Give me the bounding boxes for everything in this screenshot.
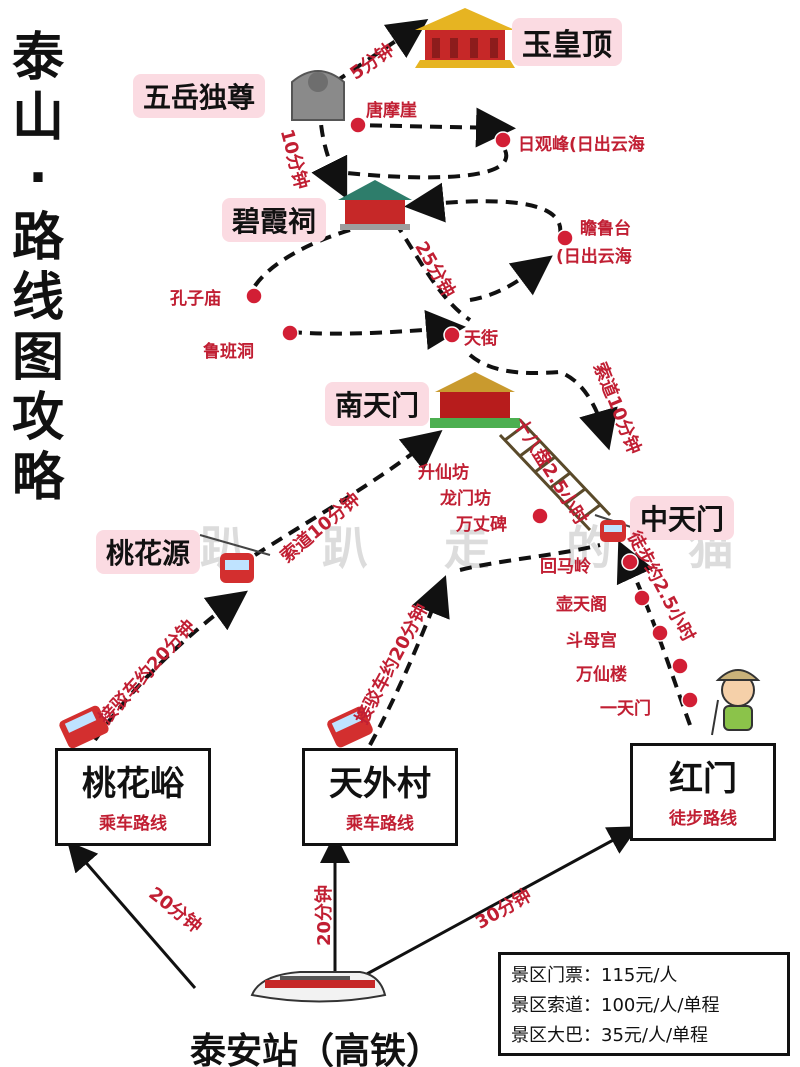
title-char: 略 [11,448,64,508]
spot-wanxianlou: 万仙楼 [576,665,627,685]
station-label: 泰安站（高铁） [190,1031,443,1067]
dot-wanxianlou [671,657,689,675]
spot-lubandong: 鲁班洞 [203,342,254,362]
train-icon [250,971,387,1003]
dot-tangmoya [349,116,367,134]
dot-wanzhangbei [531,507,549,525]
place-bixiaci: 碧霞祠 [222,198,327,242]
title-char: 路 [11,208,64,268]
stone-tablet-icon [291,70,345,121]
place-yuhuangding: 玉皇顶 [512,18,622,66]
spot-tianjie: 天街 [464,329,498,349]
entrance-subtitle: 徒步路线 [669,809,737,829]
spot-longmenfang: 龙门坊 [440,489,491,509]
page-title: 泰 山 · 路 线 图 攻 略 [8,28,68,508]
spot-hutianige: 壶天阁 [556,595,607,615]
title-char: 图 [11,328,64,388]
spot-zhanlutai: 瞻鲁台 [580,219,631,239]
dot-tianjie [443,326,461,344]
entrance-title: 天外村 [329,764,431,804]
place-taohuayuan: 桃花源 [96,530,201,574]
entrance-box-tianwaicun: 天外村 乘车路线 [302,748,458,846]
spot-shengxianfang: 升仙坊 [418,463,469,483]
entrance-title: 红门 [669,759,737,799]
title-char: · [28,148,48,208]
entrance-box-taohuayu: 桃花峪 乘车路线 [55,748,211,846]
dot-hutianige [633,589,651,607]
place-nantianmen: 南天门 [325,382,430,426]
cable-car-icon-left [199,534,271,583]
dot-doumugong [651,624,669,642]
title-char: 线 [11,268,64,328]
spot-yitianmen: 一天门 [600,699,651,719]
temple-icon [338,180,412,230]
dot-zhanlutai [556,229,574,247]
dot-huimaling [621,553,639,571]
spot-tangmoya: 唐摩崖 [366,101,417,121]
entrance-title: 桃花峪 [82,764,184,804]
spot-wanzhangbei: 万丈碑 [456,515,507,535]
info-ticket: 景区门票：115元/人 [511,965,678,986]
palace-icon [415,8,515,68]
route-bottom-mid: 20分钟 [314,884,335,946]
entrance-subtitle: 乘车路线 [99,814,167,834]
bus-icon-mid [327,706,373,748]
dot-kongzimiao [245,287,263,305]
hiker-icon [711,669,761,736]
spot-huimaling: 回马岭 [540,557,591,577]
dot-lubandong [281,324,299,342]
price-info-box: 景区门票：115元/人 景区索道：100元/人/单程 景区大巴：35元/人/单程 [498,952,790,1056]
spot-zhanlutai-sub: (日出云海 [556,247,632,267]
title-char: 泰 [11,28,64,88]
title-char: 攻 [11,388,64,448]
gate-icon [430,372,520,428]
entrance-subtitle: 乘车路线 [346,814,414,834]
info-cable: 景区索道：100元/人/单程 [511,995,720,1016]
info-bus: 景区大巴：35元/人/单程 [511,1025,709,1046]
dot-yitianmen [681,691,699,709]
place-zhongtianmen: 中天门 [630,496,735,540]
title-char: 山 [11,88,64,148]
dot-riguanfeng [494,131,512,149]
bus-icon-left [59,705,109,749]
place-wuyuedu: 五岳独尊 [133,74,266,118]
entrance-box-hongmen: 红门 徒步路线 [630,743,776,841]
spot-kongzimiao: 孔子庙 [170,289,221,309]
spot-doumugong: 斗母宫 [566,631,617,651]
spot-riguanfeng: 日观峰(日出云海 [518,135,645,155]
